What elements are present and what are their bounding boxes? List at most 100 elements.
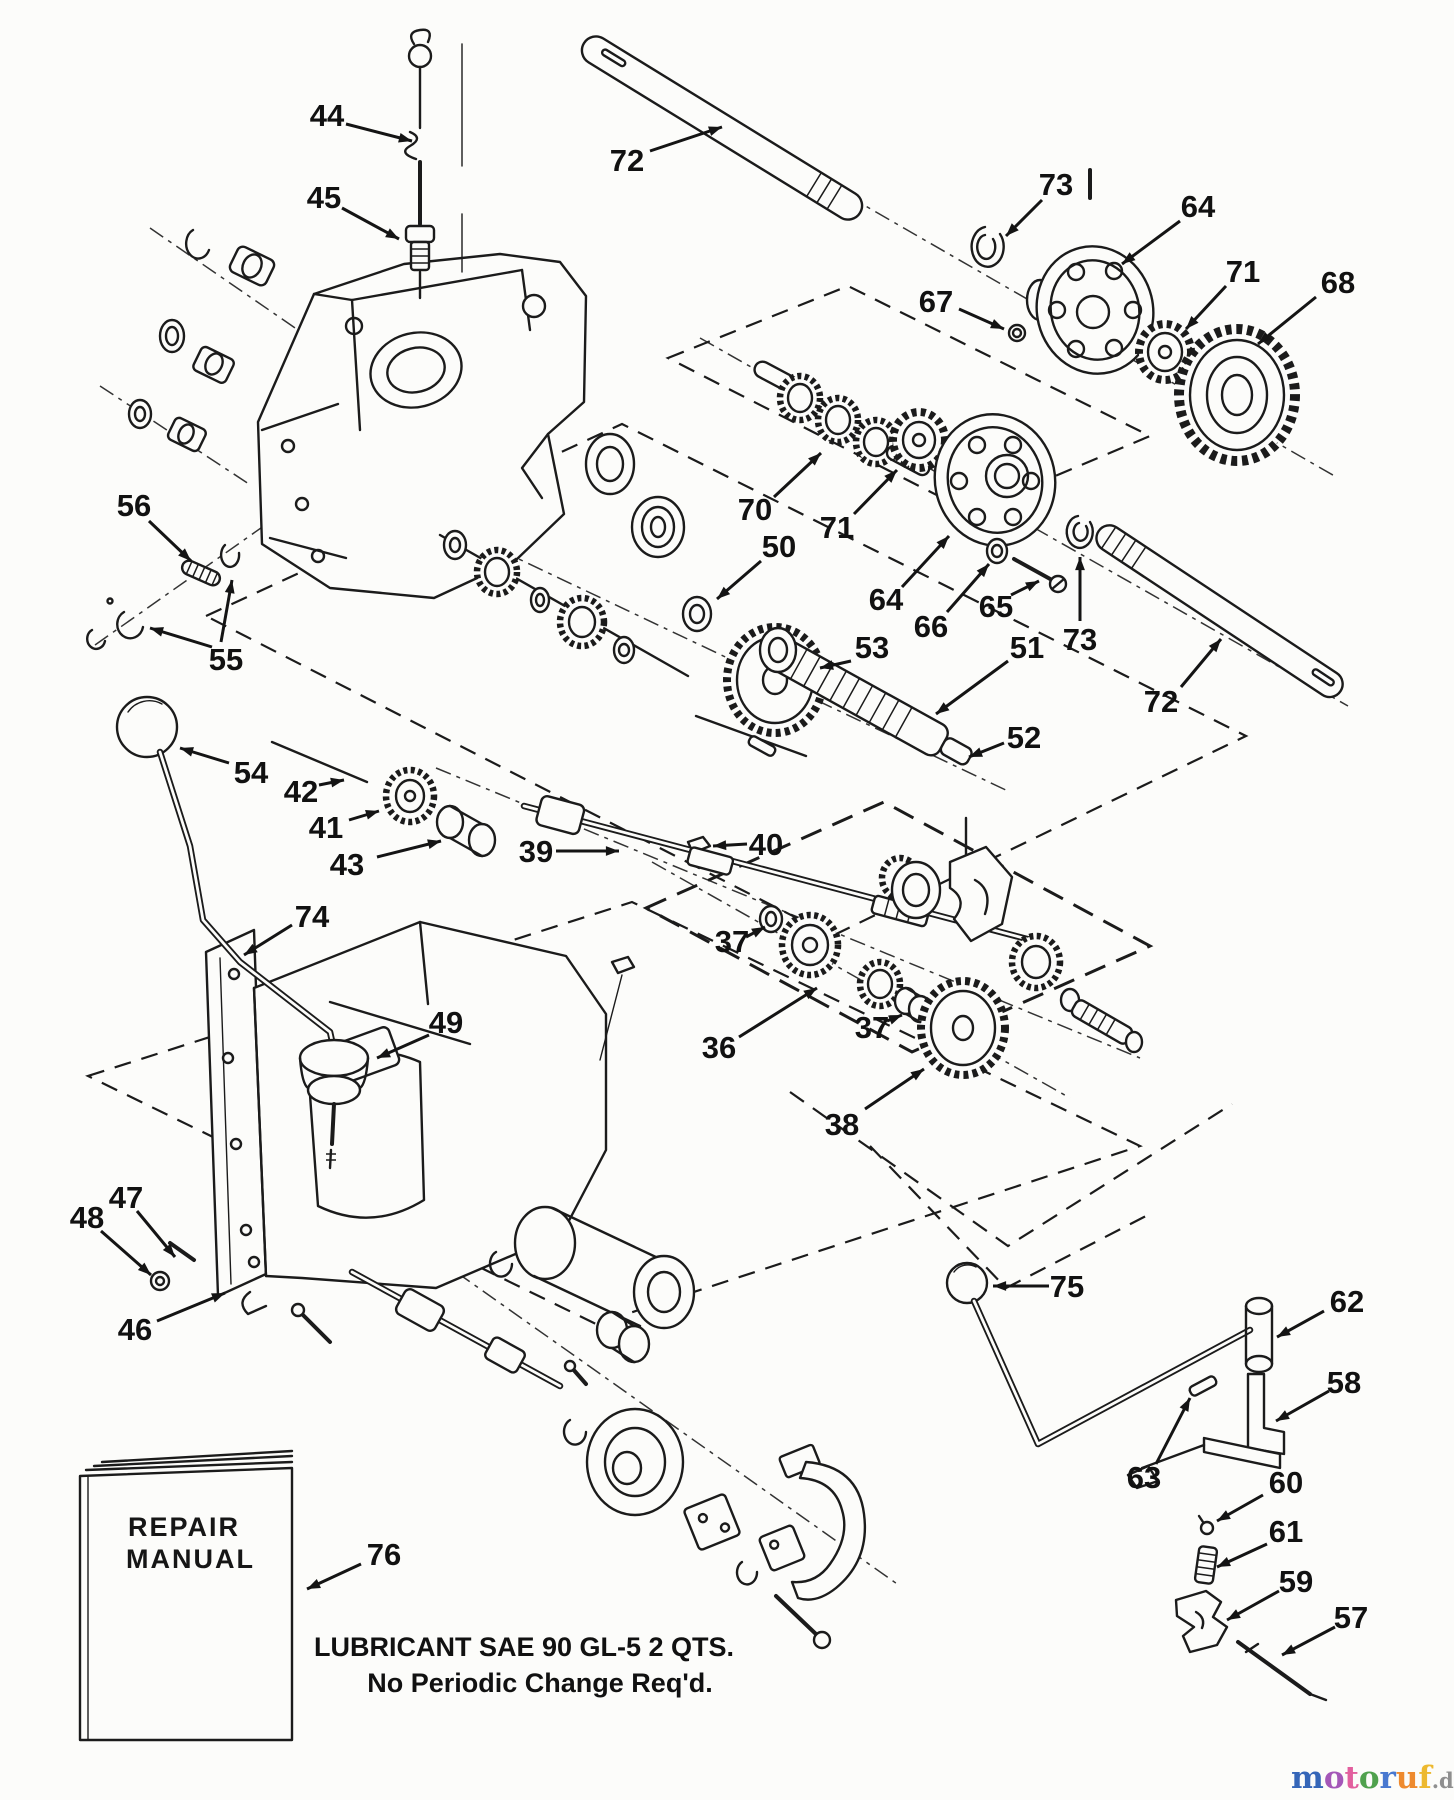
ring-gear-68 — [1174, 324, 1300, 466]
snap-ring-73-mid — [1065, 514, 1094, 550]
bearing-housing-side — [630, 495, 686, 559]
lower-gear-case-46 — [149, 920, 696, 1386]
part-number-text: 76 — [367, 1537, 401, 1572]
part-number-text: 64 — [869, 582, 904, 617]
part-label-61-41: 61 — [1216, 1514, 1303, 1569]
lubricant-note-line2: No Periodic Change Req'd. — [367, 1668, 712, 1698]
part-label-56-8: 56 — [117, 488, 193, 563]
leader-arrowhead — [1217, 1557, 1231, 1567]
part-number-text: 57 — [1334, 1600, 1368, 1635]
lubricant-note-line1: LUBRICANT SAE 90 GL-5 2 QTS. — [314, 1632, 734, 1662]
part-number-text: 63 — [1127, 1460, 1161, 1495]
part-label-76-44: 76 — [306, 1537, 401, 1591]
brake-shaft-and-drum — [348, 1250, 867, 1650]
leader-arrowhead — [180, 747, 194, 757]
part-label-58-38: 58 — [1275, 1365, 1361, 1423]
leader-line — [935, 659, 1009, 716]
part-number-text: 50 — [762, 529, 796, 564]
leader-arrowhead — [1179, 1398, 1190, 1412]
part-label-74-27: 74 — [243, 899, 330, 957]
nut-48 — [149, 1270, 171, 1292]
centerlines — [94, 51, 1349, 1587]
part-number-text: 74 — [295, 899, 330, 934]
part-number-text: 75 — [1050, 1269, 1084, 1304]
leader-arrowhead — [137, 1262, 151, 1275]
part-label-57-43: 57 — [1281, 1600, 1368, 1657]
part-label-71-5: 71 — [1184, 254, 1260, 331]
part-label-54-21: 54 — [179, 746, 269, 790]
leader-arrowhead — [150, 627, 164, 637]
part-label-36-30: 36 — [702, 986, 818, 1065]
small-bearing-parts-top-left — [127, 228, 276, 453]
repair-manual-title-line2: MANUAL — [126, 1544, 255, 1574]
part-number-text: 44 — [310, 98, 345, 133]
leader-arrowhead — [427, 839, 441, 849]
leader-arrowhead — [803, 988, 817, 1000]
idler-washers-and-pinions-row — [438, 529, 690, 678]
leader-arrowhead — [1122, 252, 1136, 264]
leader-arrowhead — [244, 943, 258, 955]
part-label-72-2: 72 — [610, 125, 723, 178]
part-number-text: 73 — [1039, 167, 1073, 202]
part-number-text: 60 — [1269, 1465, 1303, 1500]
part-label-68-6: 68 — [1257, 265, 1355, 346]
part-label-37-29: 37 — [715, 924, 766, 959]
part-label-66-14: 66 — [914, 563, 991, 644]
dipstick-rod-44-45 — [404, 28, 463, 300]
part-number-text: 61 — [1269, 1514, 1303, 1549]
leader-arrowhead — [224, 580, 235, 594]
part-number-text: 51 — [1010, 630, 1044, 665]
part-number-text: 59 — [1279, 1564, 1313, 1599]
part-label-64-4: 64 — [1121, 189, 1216, 266]
part-label-67-7: 67 — [919, 284, 1005, 331]
part-label-75-36: 75 — [993, 1269, 1084, 1304]
leader-arrowhead — [751, 927, 765, 938]
part-label-43-24: 43 — [330, 839, 442, 882]
leader-arrowhead — [969, 747, 983, 757]
part-label-72-20: 72 — [1144, 638, 1223, 719]
part-label-65-15: 65 — [979, 579, 1040, 624]
nut-67 — [1007, 323, 1027, 343]
leader-arrowhead — [1227, 1609, 1241, 1620]
part-number-text: 67 — [919, 284, 953, 319]
part-label-55-9: 55 — [149, 579, 243, 677]
part-number-text: 66 — [914, 609, 948, 644]
leader-arrowhead — [605, 846, 619, 856]
leader-arrowhead — [1276, 1410, 1290, 1421]
watermark-motoruf: motoruf.de — [1291, 1760, 1454, 1796]
leader-arrowhead — [377, 1048, 391, 1058]
part-label-38-32: 38 — [825, 1067, 925, 1142]
part-number-text: 38 — [825, 1107, 859, 1142]
leader-arrowhead — [1208, 639, 1221, 653]
part-number-text: 37 — [715, 924, 749, 959]
part-label-48-34: 48 — [70, 1200, 152, 1277]
shift-fork-and-gear-cluster-right — [878, 816, 1144, 1054]
leader-arrowhead — [708, 126, 722, 136]
part-number-text: 40 — [749, 827, 783, 862]
part-label-73-18: 73 — [1063, 557, 1097, 657]
detent-pin-row — [694, 714, 808, 758]
part-label-41-23: 41 — [309, 809, 380, 845]
differential-carrier-64-mid — [933, 413, 1057, 547]
part-number-text: 45 — [307, 180, 341, 215]
part-label-47-33: 47 — [109, 1180, 177, 1258]
part-number-text: 42 — [284, 774, 318, 809]
part-number-text: 48 — [70, 1200, 104, 1235]
part-number-text: 53 — [855, 630, 889, 665]
repair-manual-title-line1: REPAIR — [128, 1512, 240, 1542]
leader-arrowhead — [1277, 1326, 1291, 1337]
part-number-text: 71 — [820, 510, 854, 545]
leader-arrowhead — [330, 777, 344, 788]
leader-arrowhead — [307, 1579, 321, 1589]
differential-carrier-64-top — [1025, 245, 1155, 375]
part-label-70-10: 70 — [738, 451, 823, 527]
leader-line — [738, 986, 818, 1039]
part-label-71-11: 71 — [820, 468, 899, 545]
part-number-text: 43 — [330, 847, 364, 882]
leader-arrowhead — [936, 536, 949, 549]
part-number-text: 54 — [234, 755, 269, 790]
snap-ring-73-top — [970, 225, 1005, 268]
leader-arrowhead — [888, 1015, 902, 1025]
